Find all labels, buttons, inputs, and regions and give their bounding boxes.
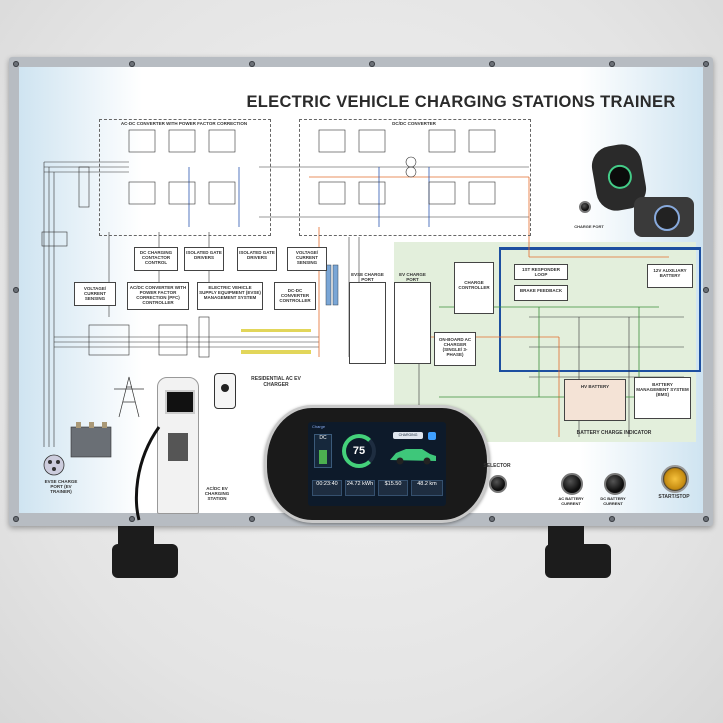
- right-stand-foot: [545, 544, 611, 578]
- can-bus-line: [499, 247, 701, 372]
- hmi-tile-time: 00:23:40: [312, 480, 342, 496]
- battery-charge-indicator-label: BATTERY CHARGE INDICATOR: [576, 430, 652, 436]
- screw: [13, 516, 19, 522]
- screw: [129, 61, 135, 67]
- dc-charger-panel: [168, 433, 188, 461]
- block-evse-management: ELECTRIC VEHICLE SUPPLY EQUIPMENT (EVSE)…: [197, 282, 263, 310]
- charge-port-socket-led: [654, 205, 680, 231]
- dc-charger-cable: [134, 426, 161, 521]
- selector-knob[interactable]: [489, 475, 507, 493]
- start-stop-label: START/STOP: [658, 494, 690, 500]
- hmi-tile-cost: $15.50: [378, 480, 408, 496]
- ev-charge-port-label: EVSE CHARGE PORT (EV TRAINER): [44, 479, 78, 494]
- block-bms: BATTERY MANAGEMENT SYSTEM (BMS): [634, 377, 691, 419]
- dc-mode-knob[interactable]: [604, 473, 626, 495]
- residential-charger: [214, 373, 236, 409]
- left-stand-foot: [112, 544, 178, 578]
- dc-mode-label: DC BATTERY CURRENT: [600, 496, 626, 506]
- dc-charger-screen: [165, 390, 195, 414]
- charge-port-label: CHARGE PORT: [574, 224, 604, 229]
- hmi-header: Charge: [312, 424, 326, 429]
- block-aux-battery: 12V AUXILIARY BATTERY: [647, 264, 693, 288]
- screw: [369, 61, 375, 67]
- block-onboard-charger: ON-BOARD AC CHARGER (SINGLE/ 3-PHASE): [434, 332, 476, 366]
- dcdc-converter-group: [299, 119, 531, 236]
- hmi-tile-range: 48.2 km: [411, 480, 443, 496]
- screw: [703, 516, 709, 522]
- acdc-converter-group: [99, 119, 271, 236]
- hmi-dc-tile[interactable]: DC: [314, 434, 332, 468]
- start-stop-button[interactable]: [661, 465, 689, 493]
- block-dc-charging-contactor: DC CHARGING CONTACTOR CONTROL: [134, 247, 178, 271]
- screw: [609, 516, 615, 522]
- screw: [489, 61, 495, 67]
- screw: [13, 61, 19, 67]
- screw: [13, 287, 19, 293]
- block-dcdc-controller: DC-DC CONVERTER CONTROLLER: [274, 282, 316, 310]
- charge-gauge: 75: [342, 434, 376, 468]
- dcdc-converter-label: DC/DC CONVERTER: [392, 121, 436, 126]
- selector-label: SELECTOR: [483, 463, 511, 469]
- block-hv-battery: HV BATTERY: [564, 379, 626, 421]
- screw: [129, 516, 135, 522]
- hmi-screen: Charge DC 75 CHARGING 00:23:40 24.72 kWh: [308, 422, 446, 506]
- screw: [703, 61, 709, 67]
- screw: [609, 61, 615, 67]
- block-brake-feedback: BRAKE FEEDBACK: [514, 285, 568, 301]
- residential-charger-label: RESIDENTIAL AC EV CHARGER: [251, 376, 301, 388]
- screw: [249, 516, 255, 522]
- block-acdc-pfc-controller: AC/DC CONVERTER WITH POWER FACTOR CORREC…: [127, 282, 189, 310]
- hmi-display-bezel: Charge DC 75 CHARGING 00:23:40 24.72 kWh: [264, 405, 490, 523]
- panel-face: ELECTRIC VEHICLE CHARGING STATIONS TRAIN…: [19, 67, 703, 523]
- dc-charger-station: [157, 377, 199, 514]
- screw: [703, 287, 709, 293]
- charge-port-led: [605, 162, 634, 191]
- battery-icon: [319, 450, 327, 464]
- residential-charger-plug: [221, 384, 229, 392]
- block-ev-charge-port: EV CHARGE PORT: [394, 272, 431, 364]
- hmi-menu-icon[interactable]: [428, 432, 436, 440]
- trainer-panel: ELECTRIC VEHICLE CHARGING STATIONS TRAIN…: [9, 57, 713, 526]
- block-voltage-current-sensing-left: VOLTAGE/ CURRENT SENSING: [74, 282, 116, 306]
- block-isolated-gate-drivers-1: ISOLATED GATE DRIVERS: [184, 247, 224, 271]
- panel-title: ELECTRIC VEHICLE CHARGING STATIONS TRAIN…: [246, 93, 676, 111]
- hmi-button[interactable]: CHARGING: [393, 432, 423, 439]
- acdc-converter-label: AC-DC CONVERTER WITH POWER FACTOR CORREC…: [120, 121, 248, 126]
- screw: [249, 61, 255, 67]
- block-evse-charge-port: EVSE CHARGE PORT: [349, 272, 386, 364]
- ac-mode-knob[interactable]: [561, 473, 583, 495]
- dc-charger-label: AC/DC EV CHARGING STATION: [204, 486, 230, 501]
- screw: [489, 516, 495, 522]
- charge-port-socket: [634, 197, 694, 237]
- block-isolated-gate-drivers-2: ISOLATED GATE DRIVERS: [237, 247, 277, 271]
- car-icon: [390, 449, 436, 465]
- block-voltage-current-sensing: VOLTAGE/ CURRENT SENSING: [287, 247, 327, 271]
- block-responder-loop: 1ST RESPONDER LOOP: [514, 264, 568, 280]
- charge-port-button[interactable]: [579, 201, 591, 213]
- ac-mode-label: AC BATTERY CURRENT: [558, 496, 584, 506]
- block-charge-controller: CHARGE CONTROLLER: [454, 262, 494, 314]
- hmi-tile-energy: 24.72 kWh: [345, 480, 375, 496]
